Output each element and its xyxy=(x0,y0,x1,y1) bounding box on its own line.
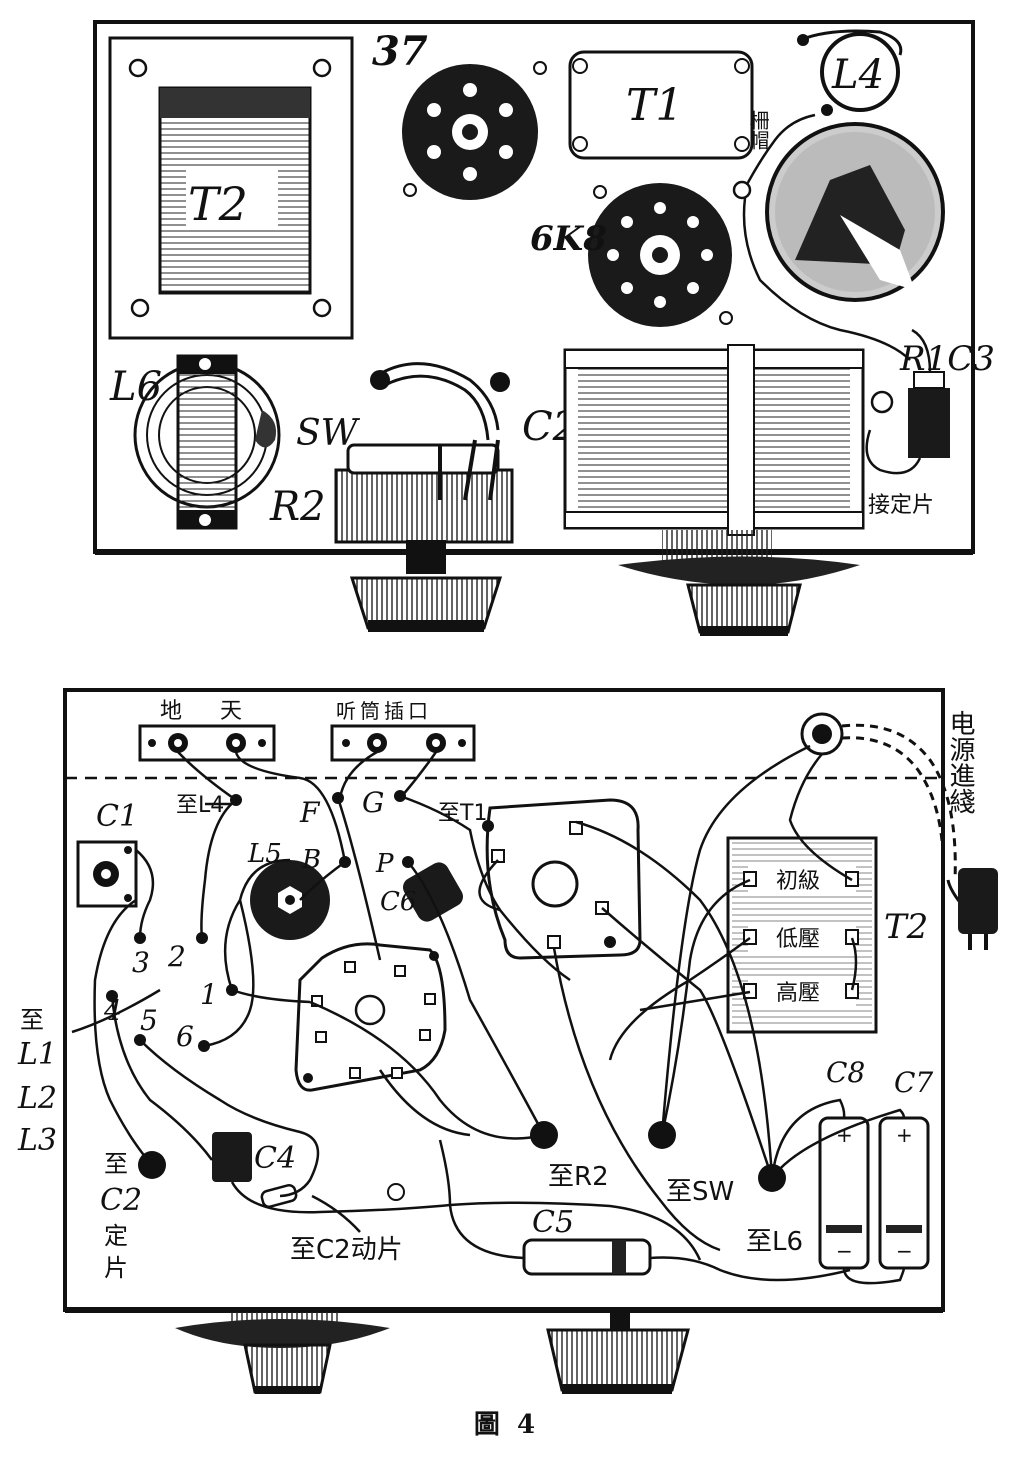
tube-socket-37: 37 xyxy=(372,28,547,200)
antenna-ground-terminal-strip: 地 天 xyxy=(138,699,276,762)
choke-l6: L6 xyxy=(109,354,281,530)
label-to-l123-b: L1 xyxy=(17,1037,57,1072)
r1c3-component: R1C3 接定片 xyxy=(865,328,995,518)
figure-caption: 圖 4 xyxy=(473,1410,540,1440)
label-to-c2-stator-b: C2 xyxy=(100,1183,142,1218)
coil-l5: L5 xyxy=(247,839,330,940)
volume-knob-top xyxy=(349,540,503,632)
label-c7: C7 xyxy=(894,1066,933,1099)
label-high-voltage: 高壓 xyxy=(776,981,820,1006)
label-to-l123-c: L2 xyxy=(17,1081,57,1116)
capacitor-c4: C4 xyxy=(212,1132,296,1182)
label-power-cord: 电源進綫 xyxy=(945,710,975,814)
label-t1-top: T1 xyxy=(626,80,683,131)
tuning-knob-top xyxy=(618,530,860,636)
tube-socket-6k8-underside xyxy=(294,942,447,1092)
label-sw: SW xyxy=(296,413,361,454)
tube-socket-6k8: 6K8 xyxy=(530,183,733,327)
label-pin-1: 1 xyxy=(200,978,218,1011)
label-to-c2-stator-a: 至 xyxy=(104,1150,128,1178)
label-l6-top: L6 xyxy=(109,364,162,410)
label-f: F xyxy=(299,796,321,829)
label-grid-cap: 柵帽 xyxy=(746,110,770,150)
label-37: 37 xyxy=(372,28,428,75)
trimmer-c1: C1 xyxy=(76,799,138,908)
label-t2-top: T2 xyxy=(188,177,248,231)
label-r1c3: R1C3 xyxy=(899,339,995,379)
label-pin-4: 4 xyxy=(103,994,122,1027)
label-primary: 初級 xyxy=(776,869,820,894)
power-transformer-t2: T2 xyxy=(108,36,354,340)
volume-knob-bottom xyxy=(175,1312,390,1394)
label-g: G xyxy=(362,786,384,819)
label-l5: L5 xyxy=(247,839,282,869)
label-c8: C8 xyxy=(826,1056,865,1089)
label-pin-6: 6 xyxy=(176,1020,194,1053)
wiring xyxy=(93,744,906,1285)
label-to-t1: 至T1 xyxy=(438,801,487,826)
label-pin-2: 2 xyxy=(167,940,186,973)
label-to-l123-a: 至 xyxy=(20,1006,44,1034)
arrow-to-l123 xyxy=(71,988,161,1034)
potentiometer-r2-sw: SW R2 C2 xyxy=(269,362,578,544)
label-l4-top: L4 xyxy=(831,52,884,98)
label-pin-3: 3 xyxy=(132,946,150,979)
label-ground-terminal: 地 xyxy=(160,699,182,724)
label-to-stator: 接定片 xyxy=(868,493,934,518)
label-pin-5: 5 xyxy=(140,1004,158,1037)
label-6k8: 6K8 xyxy=(530,219,607,259)
label-to-r2: 至R2 xyxy=(548,1162,609,1192)
power-transformer-t2-underside: 初級 低壓 高壓 T2 xyxy=(726,836,928,1034)
tuning-knob-bottom xyxy=(546,1310,690,1394)
label-b: B xyxy=(301,845,321,875)
label-to-l123-d: L3 xyxy=(17,1123,57,1158)
top-view: T2 37 T1 xyxy=(93,20,995,636)
speaker-dial xyxy=(765,122,945,302)
bottom-view: 地 天 听筒插口 电源進綫 C1 xyxy=(17,688,998,1394)
coil-l4: L4 xyxy=(797,29,903,116)
label-antenna-terminal: 天 xyxy=(220,699,242,724)
label-c6: C6 xyxy=(380,887,416,917)
label-low-voltage: 低壓 xyxy=(776,927,820,952)
label-r2-top: R2 xyxy=(269,484,326,530)
label-t2-bottom: T2 xyxy=(884,907,928,947)
label-c5: C5 xyxy=(532,1205,574,1240)
svg-text:−: − xyxy=(896,1239,913,1263)
label-to-c2-stator-c: 定 xyxy=(104,1222,128,1250)
electrolytic-capacitor-c7: + − C7 xyxy=(878,1066,933,1270)
grid-cap: 柵帽 xyxy=(732,110,911,361)
label-to-l6: 至L6 xyxy=(746,1227,803,1257)
label-to-sw: 至SW xyxy=(666,1177,734,1207)
svg-text:+: + xyxy=(896,1123,913,1147)
label-p: P xyxy=(375,849,394,879)
headphone-jack-terminal-strip: 听筒插口 xyxy=(330,699,476,762)
svg-text:−: − xyxy=(836,1239,853,1263)
label-to-l4: 至L4 xyxy=(176,793,224,818)
label-c1: C1 xyxy=(96,799,138,834)
tube-socket-37-underside xyxy=(482,798,642,960)
tuning-capacitor-c2 xyxy=(563,344,865,536)
output-transformer-t1: T1 xyxy=(568,50,754,160)
label-to-c2-rotor: 至C2动片 xyxy=(290,1235,403,1265)
arrow-to-c2-rotor xyxy=(311,1194,361,1233)
label-headphone-jack: 听筒插口 xyxy=(336,699,432,723)
label-to-c2-stator-d: 片 xyxy=(104,1254,128,1282)
power-cord: 电源進綫 xyxy=(800,710,998,950)
label-c4: C4 xyxy=(254,1141,296,1176)
electrolytic-capacitor-c8: + − C8 xyxy=(818,1056,870,1270)
